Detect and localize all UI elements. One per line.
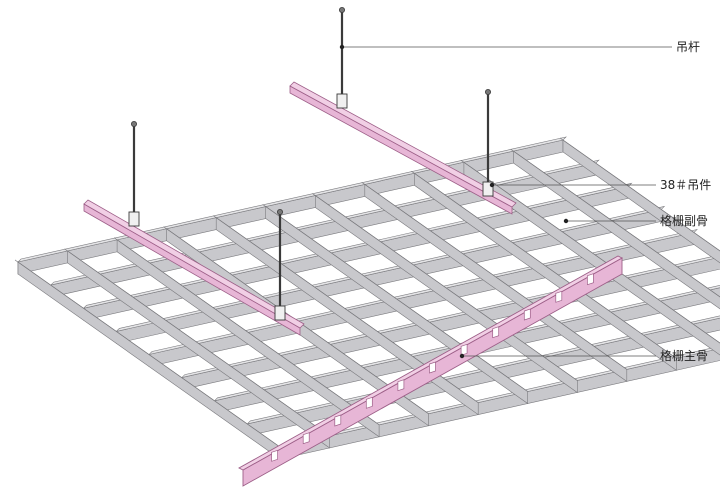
main-keel-notch xyxy=(460,343,468,356)
hanger-clip-icon xyxy=(336,93,348,109)
rod-nut-icon xyxy=(276,208,283,215)
main-keel-notch xyxy=(302,432,310,445)
rod-nut-icon xyxy=(338,7,345,13)
grid-blade-top xyxy=(14,259,281,448)
hanger-rod-layer xyxy=(128,7,494,321)
callout-layer: 吊杆 38＃吊件 格栅副骨 格栅主骨 xyxy=(339,40,711,363)
leader-dot-secondary-keel xyxy=(563,218,569,224)
carrier-channel-top xyxy=(289,81,517,208)
label-main-keel: 格栅主骨 xyxy=(660,348,708,363)
carrier-channel-top xyxy=(83,199,305,329)
main-keel-notch xyxy=(271,449,278,462)
main-keel-notch xyxy=(555,290,563,303)
grid-blade-side xyxy=(562,139,720,264)
main-keel-notch xyxy=(492,326,500,339)
leader-dot-hanger-38 xyxy=(489,182,495,188)
label-hanger-rod: 吊杆 xyxy=(676,40,700,54)
grid-blade-top xyxy=(113,237,380,426)
label-hanger-38: 38＃吊件 xyxy=(660,178,711,192)
rod-nut-icon xyxy=(130,121,137,128)
main-keel-notch xyxy=(429,361,436,374)
hanger-clip-icon xyxy=(128,211,140,227)
main-keel-notch xyxy=(334,414,342,427)
leader-dot-main-keel xyxy=(459,353,465,359)
grid-blade-top xyxy=(510,148,720,298)
label-secondary-keel: 格栅副骨 xyxy=(660,213,708,228)
grid-blade-top xyxy=(460,159,720,344)
main-keel-notch xyxy=(365,396,373,409)
main-keel-notch xyxy=(587,273,594,286)
grid-blade-top xyxy=(411,171,677,359)
main-keel-notch xyxy=(523,308,531,321)
grid-blade-top xyxy=(559,137,720,252)
hanger-clip-icon xyxy=(482,181,494,197)
main-keel-notch xyxy=(397,379,405,392)
loose-main-keel xyxy=(238,255,623,487)
leader-dot-hanger-rod xyxy=(339,44,345,50)
hanger-clip-icon xyxy=(274,305,286,321)
rod-nut-icon xyxy=(484,89,491,96)
carrier-channel-layer xyxy=(83,81,517,336)
